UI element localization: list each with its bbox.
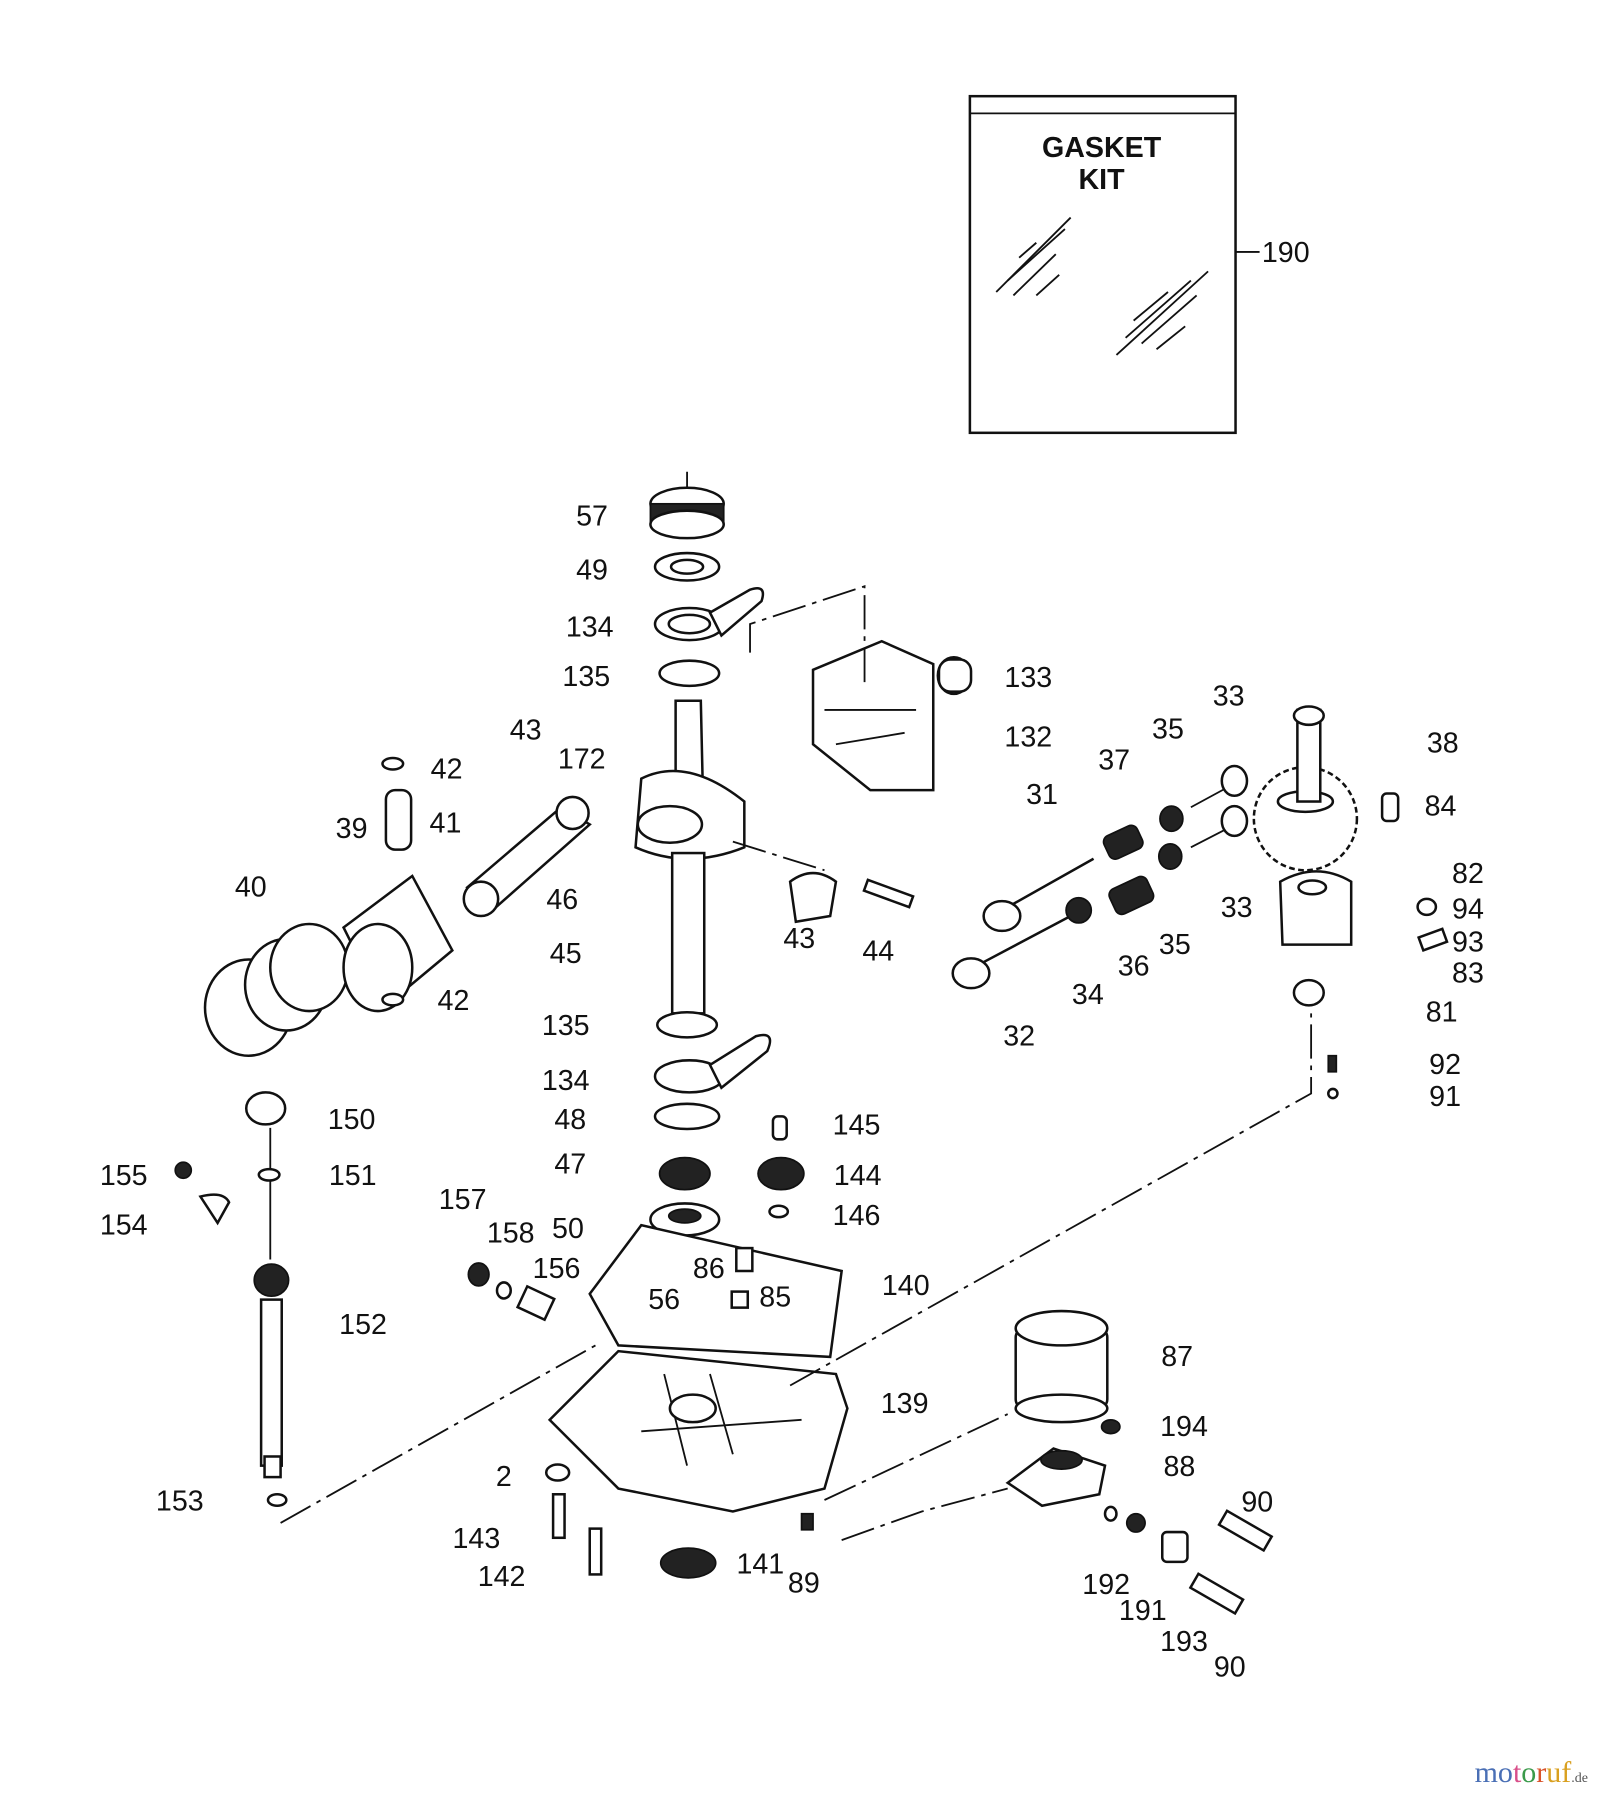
callout-85: 85 [759,1281,791,1313]
callout-49: 49 [576,554,608,586]
callout-132: 132 [1004,722,1052,754]
callout-88: 88 [1164,1451,1196,1483]
callout-153: 153 [156,1485,204,1517]
callout-151: 151 [329,1160,377,1192]
callout-labels: 57 49 134 135 133 132 33 35 38 37 172 43 42 41 39 31 84 4… [100,501,1484,1684]
callout-33: 33 [1213,680,1245,712]
callout-44: 44 [862,936,894,968]
crankcase-base [467,1115,849,1579]
callout-140: 140 [882,1270,930,1302]
callout-145: 145 [833,1110,881,1142]
assembly-lines [280,584,1313,1541]
crankshaft-assembly [634,471,772,1237]
callout-39: 39 [336,813,368,845]
callout-86: 86 [693,1253,725,1285]
oil-filter-assembly [1005,1309,1274,1616]
callout-37: 37 [1098,744,1130,776]
callout-2: 2 [496,1461,512,1493]
callout-33: 33 [1221,892,1253,924]
callout-190: 190 [1262,237,1310,269]
callout-193: 193 [1160,1626,1208,1658]
callout-93: 93 [1452,927,1484,959]
gasket-kit-bag: GASKET KIT 190 [968,94,1310,435]
callout-42: 42 [431,754,463,786]
callout-192: 192 [1082,1569,1130,1601]
callout-94: 94 [1452,893,1484,925]
callout-38: 38 [1427,727,1459,759]
callout-135: 135 [542,1010,590,1042]
dipstick-assembly [174,1091,290,1507]
callout-141: 141 [736,1548,784,1580]
callout-35: 35 [1159,929,1191,961]
callout-46: 46 [546,884,578,916]
callout-134: 134 [542,1065,590,1097]
callout-156: 156 [533,1253,581,1285]
callout-146: 146 [833,1200,881,1232]
callout-40: 40 [235,872,267,904]
callout-154: 154 [100,1209,148,1241]
callout-43: 43 [510,715,542,747]
callout-143: 143 [453,1523,501,1555]
glare-marks [995,216,1209,356]
callout-34: 34 [1072,979,1104,1011]
callout-57: 57 [576,501,608,533]
callout-152: 152 [339,1309,387,1341]
callout-83: 83 [1452,957,1484,989]
callout-172: 172 [558,743,606,775]
callout-42: 42 [438,985,470,1017]
callout-133: 133 [1004,662,1052,694]
callout-81: 81 [1426,996,1458,1028]
breather-assembly [811,639,973,792]
callout-41: 41 [430,807,462,839]
callout-142: 142 [478,1561,526,1593]
callout-91: 91 [1429,1081,1461,1113]
callout-155: 155 [100,1160,148,1192]
callout-157: 157 [439,1184,487,1216]
gasket-kit-title-1: GASKET [1042,132,1162,164]
callout-139: 139 [881,1388,929,1420]
callout-47: 47 [554,1149,586,1181]
callout-84: 84 [1425,790,1457,822]
callout-48: 48 [554,1104,586,1136]
callout-191: 191 [1119,1595,1167,1627]
callout-158: 158 [487,1217,535,1249]
callout-90: 90 [1214,1651,1246,1683]
callout-82: 82 [1452,858,1484,890]
callout-89: 89 [788,1568,820,1600]
gasket-kit-title-2: KIT [1079,164,1126,196]
callout-45: 45 [550,938,582,970]
piston-assembly [203,756,915,1057]
motoruf-watermark: motoruf.de [1474,1756,1588,1789]
callout-92: 92 [1429,1049,1461,1081]
callout-144: 144 [834,1160,882,1192]
callout-36: 36 [1118,951,1150,983]
callout-135: 135 [562,661,610,693]
callout-50: 50 [552,1213,584,1245]
callout-134: 134 [566,612,614,644]
callout-87: 87 [1161,1341,1193,1373]
callout-31: 31 [1026,779,1058,811]
callout-194: 194 [1160,1411,1208,1443]
callout-56: 56 [648,1284,680,1316]
callout-32: 32 [1003,1020,1035,1052]
valve-train [951,705,1449,1100]
callout-90: 90 [1241,1486,1273,1518]
callout-150: 150 [328,1104,376,1136]
callout-35: 35 [1152,714,1184,746]
callout-43: 43 [783,923,815,955]
